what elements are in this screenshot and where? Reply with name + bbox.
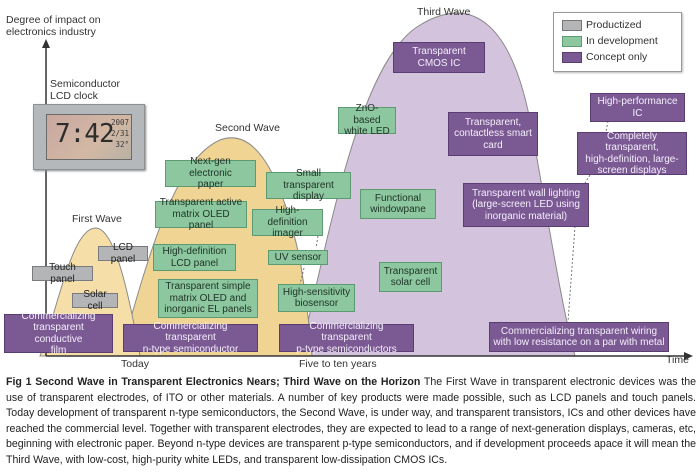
legend-label: Productized [586, 19, 642, 31]
first-wave-label: First Wave [72, 213, 122, 225]
item-large-screen-displays: Completely transparent, high-definition,… [577, 131, 687, 176]
clock-temp: 32° [115, 140, 129, 149]
connector-line [567, 225, 576, 323]
y-axis-arrow-icon [42, 39, 50, 48]
third-wave-label: Third Wave [417, 6, 471, 18]
item-uv-sensor: UV sensor [268, 250, 328, 265]
item-hd-imager: High-definition imager [252, 205, 323, 239]
legend-item-concept-only: Concept only [562, 51, 647, 63]
lcd-clock-image: 7:42 2007 2/31 32° [33, 104, 145, 170]
item-transparent-wall-lighting: Transparent wall lighting (large-screen … [463, 183, 589, 227]
second-wave-label: Second Wave [215, 122, 280, 134]
y-axis-label: Degree of impact on electronics industry [6, 14, 101, 38]
item-high-sensitivity-biosensor: High-sensitivity biosensor [278, 284, 355, 312]
legend: Productized In development Concept only [553, 12, 682, 72]
x-tick-five-to-ten-years: Five to ten years [299, 358, 377, 370]
item-active-matrix-oled: Transparent active matrix OLED panel [155, 197, 247, 231]
clock-caption: Semiconductor LCD clock [50, 78, 121, 102]
x-axis-label: Time [666, 354, 689, 366]
legend-item-productized: Productized [562, 19, 641, 31]
item-hd-lcd-panel: High-definition LCD panel [153, 244, 236, 271]
transparent-electronics-waves-diagram: Degree of impact on electronics industry… [4, 6, 693, 370]
x-axis-arrow-icon [684, 352, 693, 360]
item-simple-matrix-oled: Transparent simple matrix OLED and inorg… [158, 279, 258, 318]
item-touch-panel: Touch panel [32, 262, 93, 285]
item-lcd-panel: LCD panel [98, 242, 148, 265]
milestone-p-type-semiconductors: Commercializing transparent p-type semic… [279, 321, 414, 355]
item-next-gen-electronic-paper: Next-gen electronic paper [165, 156, 256, 190]
x-tick-today: Today [121, 358, 150, 370]
clock-time: 7:42 [55, 119, 115, 149]
milestone-n-type-semiconductor: Commercializing transparent n-type semic… [123, 321, 258, 355]
item-transparent-cmos-ic: Transparent CMOS IC [393, 42, 485, 73]
item-transparent-solar-cell: Transparent solar cell [379, 262, 442, 292]
item-zno-white-led: ZnO-based white LED [338, 103, 396, 137]
legend-item-in-development: In development [562, 35, 658, 47]
caption-body: The First Wave in transparent electronic… [6, 376, 696, 466]
legend-label: Concept only [586, 51, 648, 63]
clock-date: 2/31 [110, 129, 129, 138]
item-solar-cell: Solar cell [72, 289, 118, 312]
milestone-transparent-wiring: Commercializing transparent wiring with … [489, 322, 669, 352]
legend-swatch-green [562, 35, 582, 47]
caption-title: Fig 1 Second Wave in Transparent Electro… [6, 376, 421, 388]
item-high-performance-ic: High-performance IC [590, 93, 685, 122]
connector-line [605, 120, 609, 133]
item-functional-windowpane: Functional windowpane [360, 189, 436, 219]
clock-screen: 7:42 2007 2/31 32° [46, 114, 132, 160]
milestone-conductive-film: Commercializing transparent conductive f… [4, 311, 113, 356]
clock-side-readout: 2007 2/31 32° [111, 117, 129, 150]
connector-line [584, 174, 591, 184]
item-small-transparent-display: Small transparent display [266, 168, 351, 202]
item-contactless-smart-card: Transparent, contactless smart card [448, 112, 538, 156]
clock-year: 2007 [110, 118, 129, 127]
connector-line [299, 267, 305, 285]
figure-caption: Fig 1 Second Wave in Transparent Electro… [6, 375, 696, 468]
legend-swatch-purple [562, 51, 582, 63]
legend-label: In development [586, 35, 658, 47]
legend-swatch-gray [562, 19, 582, 31]
